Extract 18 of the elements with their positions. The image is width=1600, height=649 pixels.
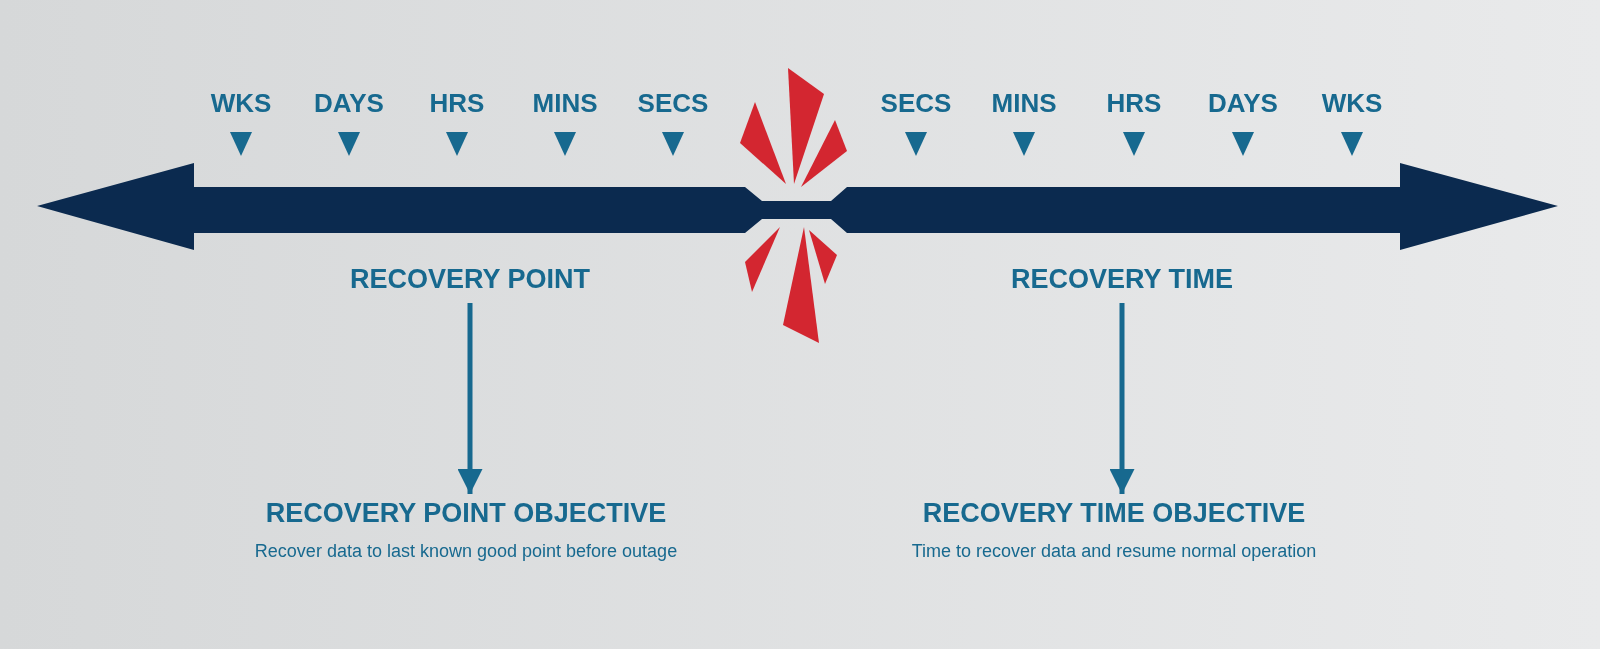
objective-description: Time to recover data and resume normal operation xyxy=(911,541,1317,562)
time-scale-label: MINS xyxy=(532,88,598,119)
time-scale-label: MINS xyxy=(991,88,1057,119)
objective-heading: RECOVERY TIME OBJECTIVE xyxy=(922,498,1306,529)
objective-description: Recover data to last known good point before outage xyxy=(254,541,678,562)
arrow xyxy=(1109,303,1135,494)
time-scale-label: HRS xyxy=(1106,88,1162,119)
time-scale-label: WKS xyxy=(1321,88,1383,119)
objective-heading: RECOVERY TIME xyxy=(1011,264,1233,295)
time-scale-label: SECS xyxy=(637,88,709,119)
time-scale-label: WKS xyxy=(210,88,272,119)
time-scale-label: HRS xyxy=(429,88,485,119)
time-scale-label: SECS xyxy=(880,88,952,119)
time-scale-label: DAYS xyxy=(1208,88,1278,119)
objective-heading: RECOVERY POINT xyxy=(350,264,590,295)
arrow xyxy=(457,303,483,494)
time-scale-label: DAYS xyxy=(314,88,384,119)
objective-heading: RECOVERY POINT OBJECTIVE xyxy=(265,498,667,529)
